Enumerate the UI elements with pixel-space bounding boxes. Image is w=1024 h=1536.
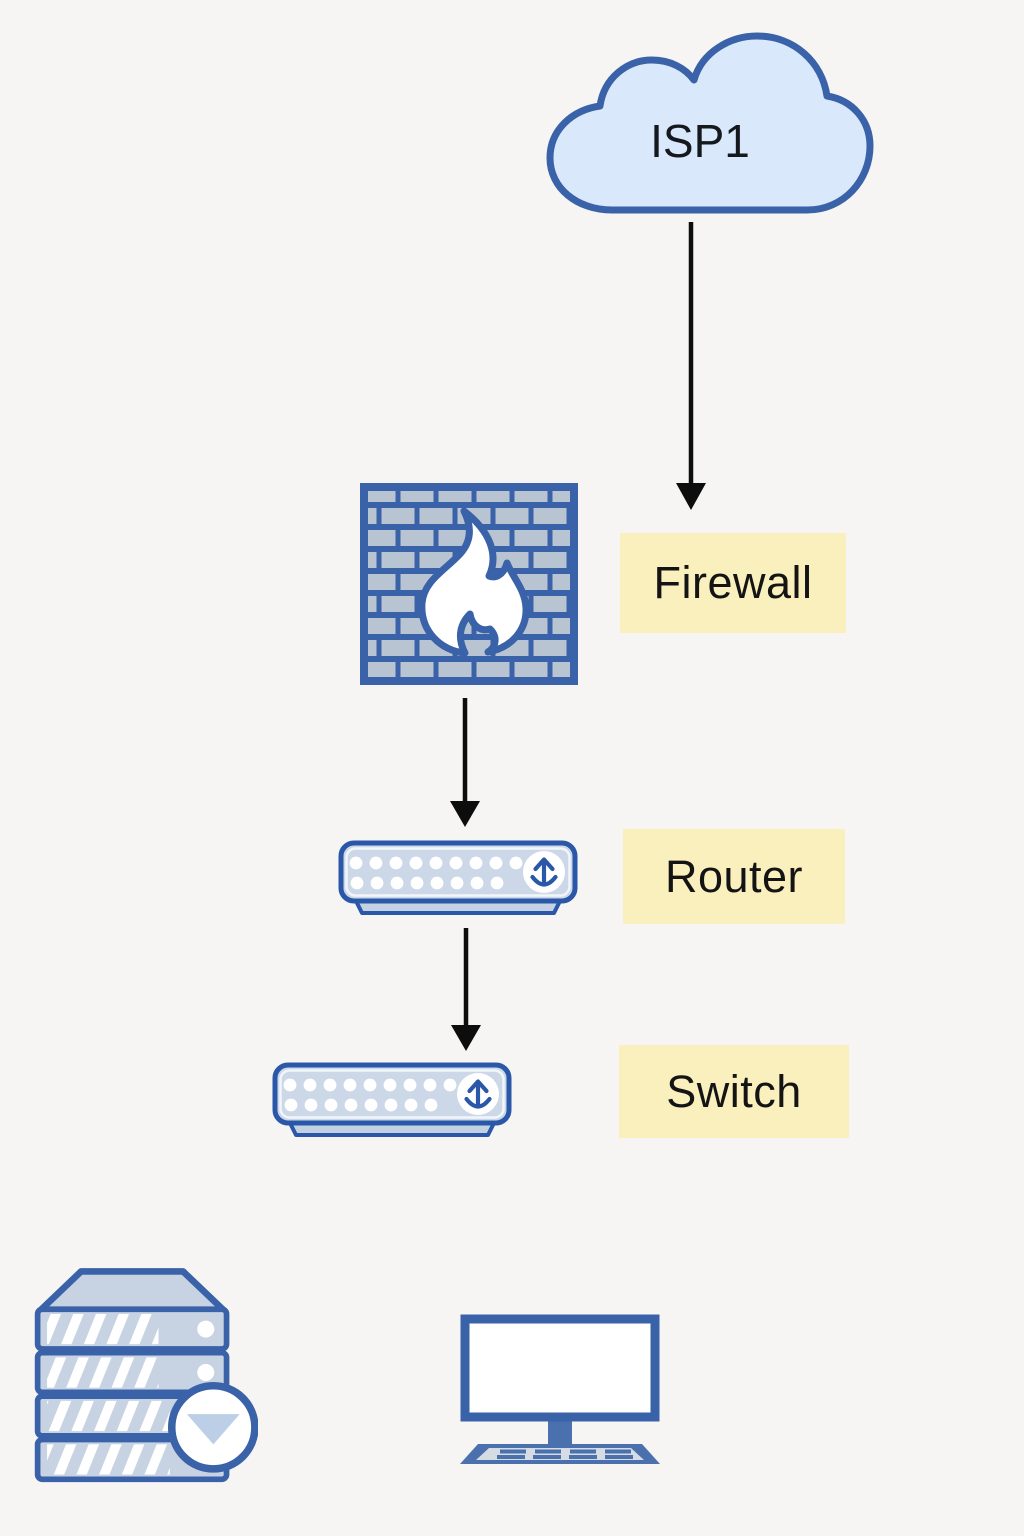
mail-badge [167, 1381, 258, 1473]
switch-label: Switch [619, 1045, 849, 1138]
flame-icon [418, 507, 530, 657]
envelope-icon [186, 1414, 240, 1445]
keyboard [460, 1444, 660, 1464]
arrow-down-icon-isp-firewall [676, 222, 706, 510]
firewall-icon [360, 483, 578, 685]
firewall-label: Firewall [620, 533, 846, 633]
isp-cloud-node: ISP1 [522, 28, 878, 218]
isp-label: ISP1 [650, 115, 750, 167]
arrow-down-icon-firewall-router [450, 698, 480, 827]
router-label: Router [623, 829, 845, 924]
router-icon [338, 840, 578, 918]
monitor-screen [460, 1314, 660, 1422]
arrow-down-icon-router-switch [451, 928, 481, 1051]
desktop-computer-icon [460, 1314, 660, 1464]
cloud-icon [546, 32, 874, 214]
mail-server-icon [34, 1268, 258, 1483]
switch-icon [272, 1062, 512, 1140]
